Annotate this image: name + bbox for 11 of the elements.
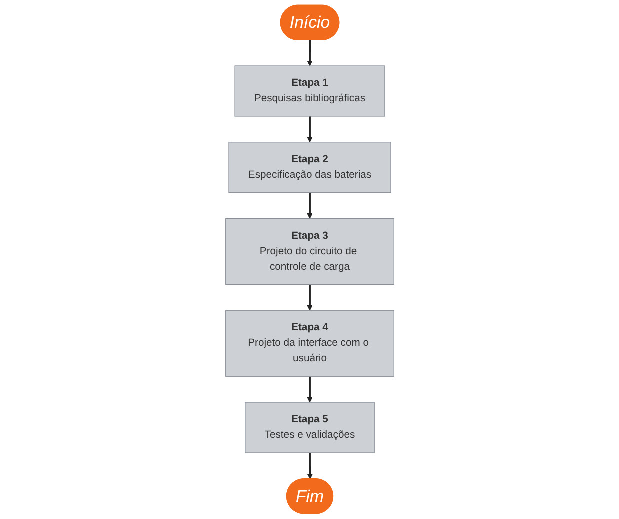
node-box: Etapa 2 Especificação das baterias	[228, 142, 391, 194]
node-box: Etapa 5 Testes e validações	[244, 402, 374, 454]
node-box: Etapa 1 Pesquisas bibliográficas	[234, 66, 385, 117]
arrow	[306, 116, 312, 143]
arrow	[306, 284, 312, 311]
arrow	[306, 40, 312, 66]
arrow	[306, 453, 313, 480]
arrow	[306, 376, 312, 403]
node-box: Etapa 4 Projeto da interface com o usuário	[225, 310, 394, 377]
arrow	[306, 192, 312, 219]
node-box: Etapa 3 Projeto do circuito de controle de carga	[225, 218, 394, 286]
